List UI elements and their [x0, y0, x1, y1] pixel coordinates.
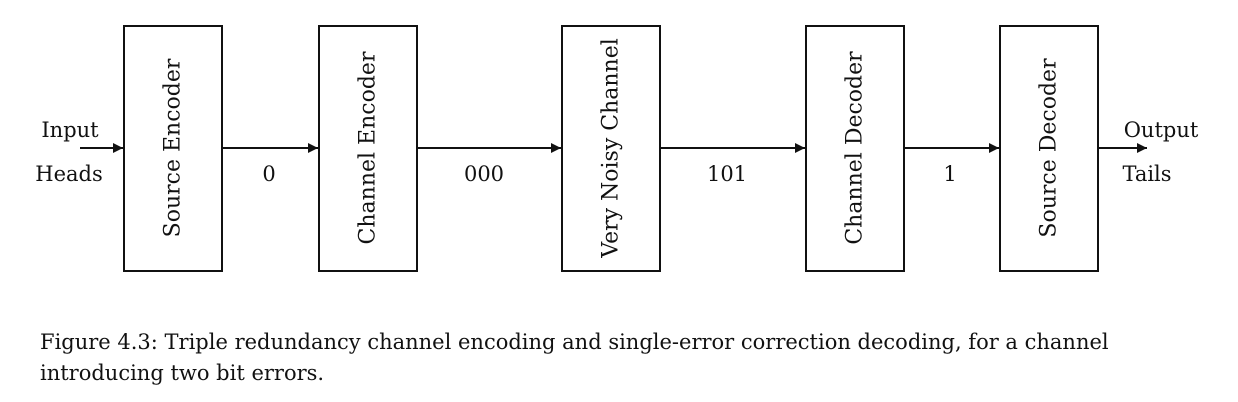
link-label-2: 000 — [464, 162, 504, 186]
channel-encoder-label: Channel Encoder — [356, 51, 381, 244]
link-label-4: 1 — [943, 162, 956, 186]
input-label: Input — [41, 118, 99, 142]
output-value: Tails — [1122, 162, 1171, 186]
source-encoder-label: Source Encoder — [161, 58, 186, 237]
noisy-channel-label: Very Noisy Channel — [599, 38, 624, 259]
output-label: Output — [1124, 118, 1199, 142]
link-label-3: 101 — [707, 162, 747, 186]
channel-decoder-label: Channel Decoder — [843, 51, 868, 245]
link-label-1: 0 — [262, 162, 275, 186]
source-decoder-label: Source Decoder — [1037, 58, 1062, 238]
input-value: Heads — [35, 162, 102, 186]
channel-diagram: Input Heads Source Encoder 0 Channel Enc… — [35, 25, 1199, 272]
figure-caption: Figure 4.3: Triple redundancy channel en… — [40, 330, 1109, 385]
